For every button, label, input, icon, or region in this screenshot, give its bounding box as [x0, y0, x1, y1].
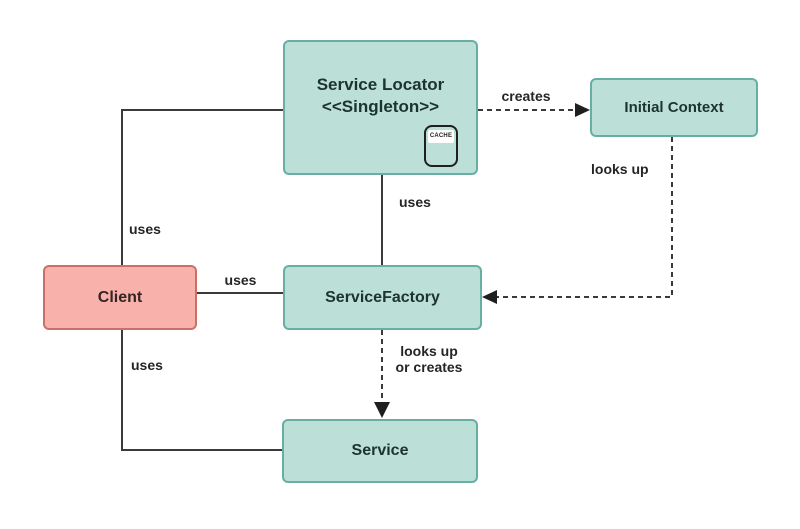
edge-label-uses-mid: uses	[399, 194, 431, 210]
service-locator-stereotype: <<Singleton>>	[321, 97, 440, 116]
cache-icon-label: CACHE	[428, 130, 454, 143]
edge-label-looks-up-or-creates-line1: looks up	[400, 343, 458, 359]
edge-label-uses-locator: uses	[129, 221, 161, 237]
edge-label-creates: creates	[501, 88, 551, 104]
edge-label-looks-up: looks up	[591, 161, 649, 177]
edge-label-looks-up-or-creates: looks up or creates	[388, 343, 470, 375]
node-service-factory: ServiceFactory	[283, 265, 482, 330]
edge-label-uses-service: uses	[131, 357, 163, 373]
node-initial-context: Initial Context	[590, 78, 758, 137]
edge-client-uses-service-line	[121, 330, 282, 451]
client-title: Client	[97, 288, 143, 306]
service-locator-title: Service Locator	[316, 75, 445, 94]
service-title: Service	[351, 442, 409, 459]
edge-label-looks-up-or-creates-line2: or creates	[395, 359, 463, 375]
cache-icon: CACHE	[424, 125, 458, 167]
initial-context-title: Initial Context	[624, 99, 724, 116]
edge-client-uses-locator-line	[121, 109, 283, 265]
looks-up-arrowhead-icon	[482, 290, 497, 304]
service-factory-title: ServiceFactory	[325, 288, 440, 306]
node-service-locator: Service Locator <<Singleton>> CACHE	[283, 40, 478, 175]
edge-label-uses-factory: uses	[224, 272, 257, 288]
creates-arrowhead-icon	[575, 103, 590, 117]
node-client: Client	[43, 265, 197, 330]
node-service: Service	[282, 419, 478, 483]
looks-up-or-creates-arrowhead-icon	[374, 402, 390, 418]
